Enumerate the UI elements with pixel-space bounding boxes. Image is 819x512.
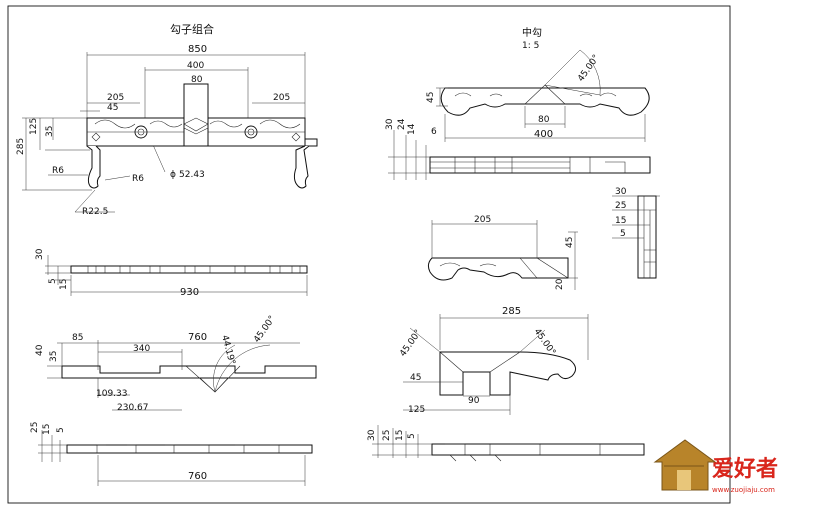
dim-diameter-symbol: ϕ bbox=[170, 170, 176, 180]
dim-center-block: 80 bbox=[191, 75, 203, 85]
corner-dim-a: 45 bbox=[410, 373, 421, 383]
top-dim-h2: 5 bbox=[48, 278, 58, 284]
watermark-url: www.zuojiaju.com bbox=[712, 486, 775, 494]
top-dim-length: 930 bbox=[180, 287, 199, 298]
middle-dim-notch: 80 bbox=[538, 115, 550, 125]
rail-dim-offset: 85 bbox=[72, 333, 83, 343]
corner-angle-left: 45.00° bbox=[398, 328, 424, 359]
middle-hook-scale: 1: 5 bbox=[522, 41, 539, 51]
dim-center-span: 400 bbox=[187, 61, 204, 71]
middle-side-a: 30 bbox=[385, 118, 395, 130]
dim-radius-foot: R22.5 bbox=[82, 207, 108, 217]
rail-dim-d1: 109.33 bbox=[96, 389, 128, 399]
half-hook bbox=[427, 220, 578, 290]
half-hook-length: 205 bbox=[474, 215, 491, 225]
corner-side-c: 15 bbox=[395, 430, 405, 441]
assembly-title: 勾子组合 bbox=[170, 22, 214, 36]
rail-dim-length: 760 bbox=[188, 332, 207, 343]
dim-radius-mid: R6 bbox=[132, 174, 144, 184]
sheet-border bbox=[7, 5, 731, 504]
rail-dim-h1: 40 bbox=[35, 344, 45, 356]
corner-side-b: 25 bbox=[382, 430, 392, 441]
middle-dim-height: 45 bbox=[426, 92, 436, 103]
rail-dim-d2: 230.67 bbox=[117, 403, 149, 413]
rail-dim-h2: 35 bbox=[49, 351, 59, 362]
side-profile bbox=[612, 195, 660, 279]
middle-angle: 45.00° bbox=[576, 53, 602, 84]
half-hook-height: 45 bbox=[565, 237, 575, 248]
middle-hook-side bbox=[388, 130, 651, 180]
top-dim-h1: 30 bbox=[35, 248, 45, 260]
bottom-dim-h2: 15 bbox=[42, 424, 52, 435]
dim-right-end: 205 bbox=[273, 93, 290, 103]
side-profile-d: 5 bbox=[620, 229, 626, 239]
dim-diameter: 52.43 bbox=[179, 170, 205, 180]
corner-side-a: 30 bbox=[367, 429, 377, 441]
bottom-view bbox=[38, 430, 313, 486]
middle-side-c: 14 bbox=[407, 123, 417, 135]
dim-rail: 35 bbox=[45, 126, 55, 137]
half-hook-base: 20 bbox=[555, 278, 565, 290]
rail-view bbox=[47, 340, 317, 411]
rail-dim-inner: 340 bbox=[133, 344, 150, 354]
side-profile-b: 25 bbox=[615, 201, 626, 211]
top-dim-h3: 15 bbox=[59, 279, 69, 290]
side-profile-c: 15 bbox=[615, 216, 626, 226]
middle-hook-front bbox=[436, 49, 650, 142]
bottom-dim-h3: 5 bbox=[56, 427, 66, 433]
assembly-body bbox=[86, 83, 318, 189]
bottom-dim-length: 760 bbox=[188, 471, 207, 482]
corner-dim-b: 90 bbox=[468, 396, 480, 406]
corner-hook bbox=[403, 314, 589, 415]
corner-hook-side bbox=[372, 425, 645, 462]
rail-angle-b: 45.00° bbox=[252, 314, 278, 345]
corner-hook-length: 285 bbox=[502, 306, 521, 317]
corner-side-d: 5 bbox=[407, 433, 417, 439]
house-logo-icon bbox=[653, 439, 717, 491]
bottom-dim-h1: 25 bbox=[30, 422, 40, 433]
side-profile-a: 30 bbox=[615, 187, 627, 197]
front-dimension-lines bbox=[22, 52, 306, 213]
dim-left-inner: 45 bbox=[107, 103, 118, 113]
dim-height-top: 125 bbox=[29, 118, 39, 135]
middle-side-d: 6 bbox=[431, 127, 437, 137]
middle-dim-length: 400 bbox=[534, 129, 553, 140]
corner-dim-c: 125 bbox=[408, 405, 425, 415]
dim-radius-left: R6 bbox=[52, 166, 64, 176]
rail-angle-a: 44.19° bbox=[219, 334, 236, 366]
watermark-brand: 爱好者 bbox=[712, 456, 778, 482]
watermark-logo: 爱好者 www.zuojiaju.com bbox=[653, 439, 778, 494]
middle-side-b: 24 bbox=[397, 118, 407, 130]
middle-hook-title: 中勾 bbox=[522, 26, 542, 39]
dim-height-total: 285 bbox=[16, 138, 26, 155]
top-view bbox=[45, 255, 308, 296]
dim-overall: 850 bbox=[188, 44, 207, 55]
dim-left-end: 205 bbox=[107, 93, 124, 103]
